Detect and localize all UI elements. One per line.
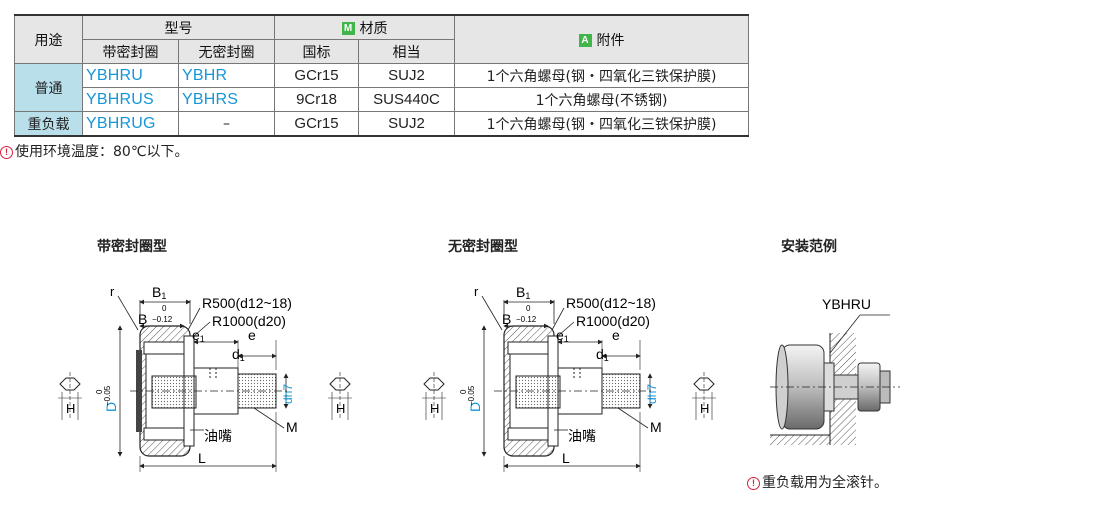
- label-e1: e1: [192, 327, 205, 344]
- label-e1: e1: [556, 327, 569, 344]
- label-dh7: dh7: [645, 384, 659, 404]
- accessory-cell: 1个六角螺母(钢・四氧化三铁保护膜): [454, 63, 749, 88]
- material-equivalent-cell: SUS440C: [358, 87, 455, 112]
- unsealed-title: 无密封圈型: [448, 239, 518, 255]
- table-row: 普通 YBHRU YBHR GCr15 SUJ2 1个六角螺母(钢・四氧化三铁保…: [14, 63, 749, 112]
- table-row: YBHRUS YBHRS 9Cr18 SUS440C 1个六角螺母(不锈钢): [15, 87, 749, 112]
- label-L: L: [562, 450, 570, 466]
- material-national-cell: 9Cr18: [274, 87, 359, 112]
- label-D-tol-upper: 0: [459, 389, 468, 394]
- model-sealed-cell: YBHRUS: [82, 87, 179, 112]
- sealed-title: 带密封圈型: [97, 239, 167, 255]
- model-sealed-cell: YBHRUG: [82, 111, 179, 137]
- usage-cell: 重负载: [14, 111, 83, 137]
- install-title: 安装范例: [781, 239, 837, 255]
- header-accessory-label: 附件: [596, 32, 625, 49]
- table-row: 重负载 YBHRUG – GCr15 SUJ2 1个六角螺母(钢・四氧化三铁保护…: [14, 111, 749, 137]
- header-national: 国标: [274, 39, 359, 64]
- label-H: H: [430, 401, 439, 416]
- label-D-tol-lower: −0.05: [103, 385, 112, 406]
- header-accessory: A 附件: [454, 14, 749, 64]
- material-equivalent-cell: SUJ2: [358, 63, 455, 88]
- label-H: H: [336, 401, 345, 416]
- usage-cell: 普通: [14, 63, 83, 112]
- needle-bottom: [143, 427, 187, 441]
- header-equivalent: 相当: [358, 39, 455, 64]
- label-R1000: R1000(d20): [212, 313, 286, 329]
- label-B: B: [138, 311, 147, 327]
- heavy-load-note: !重负载用为全滚针。: [747, 472, 888, 492]
- needle-top: [507, 341, 551, 355]
- label-D: D: [103, 402, 119, 412]
- label-L: L: [198, 450, 206, 466]
- header-model: 型号: [82, 14, 275, 40]
- install-model-label: YBHRU: [822, 296, 871, 312]
- spec-table: 用途 型号 M 材质 A 附件 带密封圈 无密封圈 国标 相当 普通 YBHRU Y…: [14, 14, 749, 137]
- label-B-tol-upper: 0: [526, 304, 531, 313]
- label-e: e: [248, 327, 256, 343]
- label-H: H: [66, 401, 75, 416]
- material-equivalent-cell: SUJ2: [358, 111, 455, 137]
- accessory-badge: A: [578, 34, 592, 47]
- label-D: D: [467, 402, 483, 412]
- material-national-cell: GCr15: [274, 63, 359, 88]
- label-H: H: [700, 401, 709, 416]
- warning-icon: !: [747, 477, 760, 490]
- temperature-note-text: 使用环境温度：80℃以下。: [15, 144, 189, 160]
- label-R500: R500(d12~18): [566, 295, 656, 311]
- header-material: M 材质: [274, 14, 455, 40]
- label-d1: d1: [596, 346, 609, 363]
- model-unsealed-cell: YBHR: [178, 63, 275, 88]
- label-e: e: [612, 327, 620, 343]
- warning-icon: !: [0, 146, 13, 159]
- seal-left: [136, 350, 142, 432]
- label-D-tol-upper: 0: [95, 389, 104, 394]
- header-unsealed: 无密封圈: [178, 39, 275, 64]
- label-R500: R500(d12~18): [202, 295, 292, 311]
- label-B-tol-lower: −0.12: [152, 315, 173, 324]
- label-r: r: [474, 284, 479, 299]
- label-oil-nozzle: 油嘴: [204, 428, 232, 444]
- label-M: M: [650, 419, 662, 435]
- label-B1: B1: [516, 284, 530, 301]
- base-surface: [770, 435, 830, 445]
- label-dh7: dh7: [281, 384, 295, 404]
- header-usage: 用途: [14, 14, 83, 64]
- label-B1: B1: [152, 284, 166, 301]
- unsealed-diagram: r B1 B 0 −0.12 R500(d12~18) R1000(d20) e…: [422, 284, 716, 472]
- label-oil-nozzle: 油嘴: [568, 428, 596, 444]
- model-sealed-cell: YBHRU: [82, 63, 179, 88]
- material-badge: M: [341, 22, 355, 35]
- bore: [151, 375, 197, 409]
- header-sealed: 带密封圈: [82, 39, 179, 64]
- model-unsealed-cell: –: [178, 111, 275, 137]
- sealed-diagram: r B1 B 0 −0.12 R500(d12~18) R1000(d20) e…: [58, 284, 352, 472]
- bore: [515, 375, 561, 409]
- label-B-tol-upper: 0: [162, 304, 167, 313]
- label-r: r: [110, 284, 115, 299]
- accessory-cell: 1个六角螺母(不锈钢): [454, 87, 749, 112]
- label-B-tol-lower: −0.12: [516, 315, 537, 324]
- heavy-load-note-text: 重负载用为全滚针。: [762, 475, 888, 491]
- header-material-label: 材质: [359, 20, 388, 37]
- label-B: B: [502, 311, 511, 327]
- install-diagram: YBHRU: [770, 296, 900, 445]
- needle-top: [143, 341, 187, 355]
- material-national-cell: GCr15: [274, 111, 359, 137]
- temperature-note: !使用环境温度：80℃以下。: [0, 141, 189, 161]
- needle-bottom: [507, 427, 551, 441]
- label-d1: d1: [232, 346, 245, 363]
- label-R1000: R1000(d20): [576, 313, 650, 329]
- label-M: M: [286, 419, 298, 435]
- accessory-cell: 1个六角螺母(钢・四氧化三铁保护膜): [454, 111, 749, 137]
- label-D-tol-lower: −0.05: [467, 385, 476, 406]
- model-unsealed-cell: YBHRS: [178, 87, 275, 112]
